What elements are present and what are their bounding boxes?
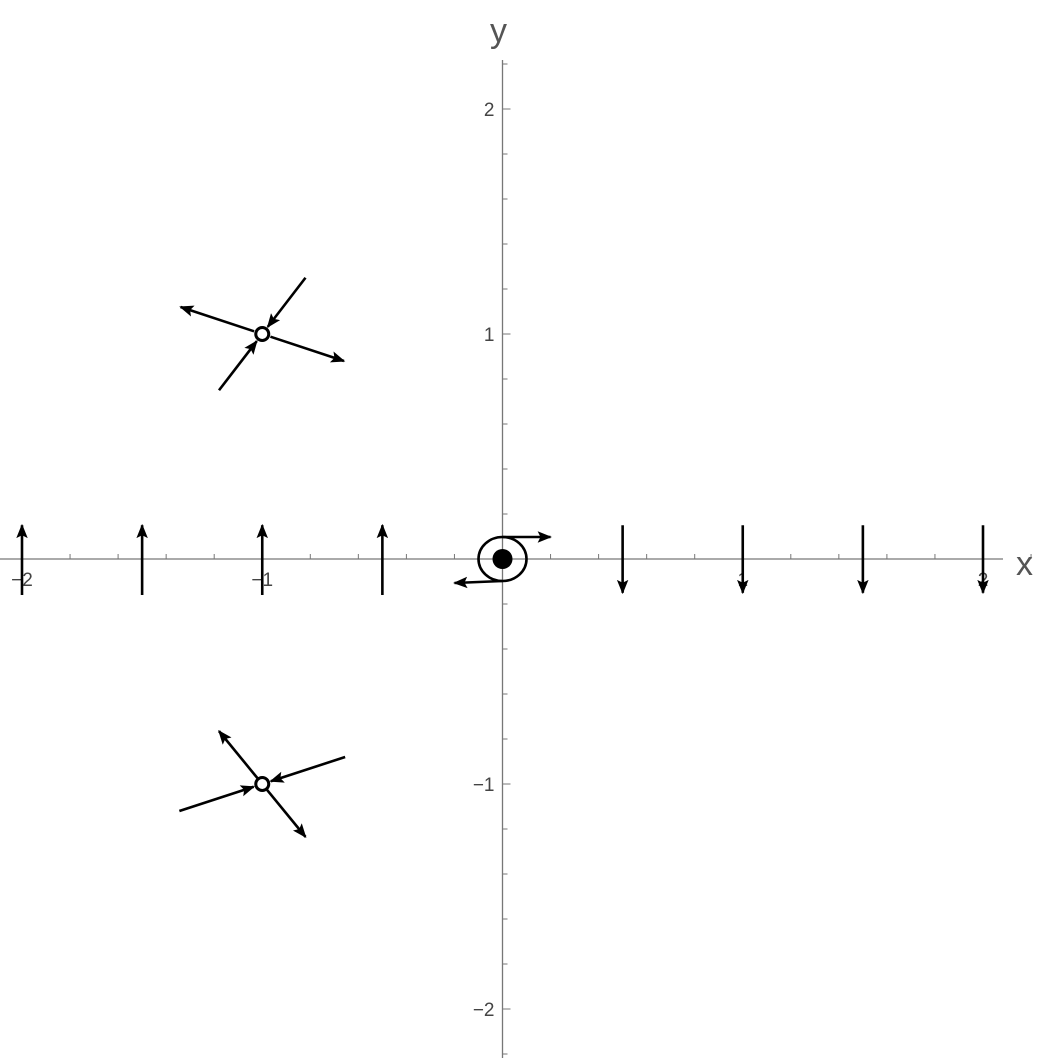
y-axis-label: y xyxy=(490,12,507,50)
saddle-point xyxy=(254,326,271,342)
incoming-arrow xyxy=(266,276,307,328)
y-tick-label: 2 xyxy=(484,100,495,121)
outgoing-arrow xyxy=(265,788,307,838)
y-tick-label: −2 xyxy=(473,1000,495,1021)
incoming-arrow xyxy=(269,755,346,783)
y-tick-label: −1 xyxy=(473,775,495,796)
outgoing-arrow xyxy=(179,305,255,333)
incoming-arrow xyxy=(217,340,258,392)
incoming-arrow xyxy=(178,785,256,813)
x-axis-label: x xyxy=(1016,545,1033,583)
center-point xyxy=(492,549,513,569)
saddle-point xyxy=(254,776,271,792)
y-tick-label: 1 xyxy=(484,325,495,346)
outgoing-arrow xyxy=(270,335,346,363)
orbit-arrow xyxy=(453,576,503,589)
outgoing-arrow xyxy=(217,730,259,780)
